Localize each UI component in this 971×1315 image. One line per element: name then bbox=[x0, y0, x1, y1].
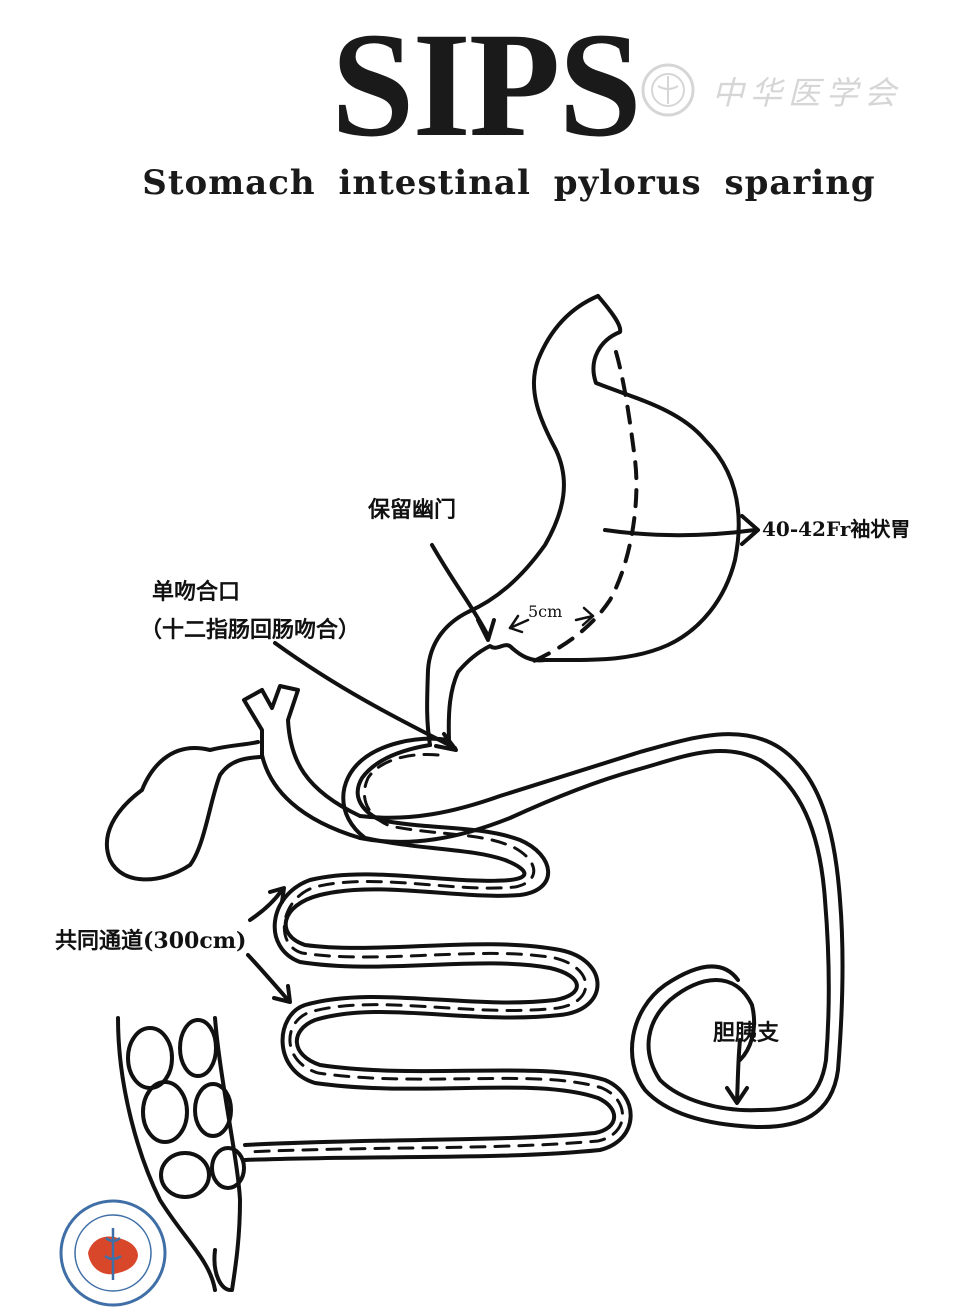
arrow-cc-upper-head bbox=[268, 886, 286, 904]
duodenal-bulb bbox=[446, 643, 514, 742]
arrow-anastomosis-head bbox=[434, 732, 458, 752]
bile-duct-right bbox=[260, 684, 362, 818]
sleeve-staple-line bbox=[523, 350, 639, 667]
watermark-text: 中华医学会 bbox=[712, 74, 903, 112]
label-anastomosis-2: （十二指肠回肠吻合） bbox=[140, 617, 361, 643]
label-anastomosis-1: 单吻合口 bbox=[152, 579, 241, 605]
stomach-outline-outer bbox=[510, 294, 741, 663]
gallbladder bbox=[104, 740, 262, 882]
colon-haustra-6 bbox=[210, 1146, 246, 1190]
colon-haustra-1 bbox=[126, 1026, 174, 1090]
distance-5cm-line bbox=[508, 614, 595, 630]
colon-haustra-2 bbox=[178, 1018, 218, 1078]
label-distance: 5cm bbox=[528, 602, 563, 621]
arrow-pylorus-head bbox=[476, 618, 496, 642]
bp-limb-outer bbox=[358, 749, 831, 1113]
chinese-medical-association-logo bbox=[59, 1199, 167, 1307]
arrow-cc-upper bbox=[248, 888, 284, 922]
distance-5cm-left-head bbox=[508, 614, 524, 634]
label-sleeve: 40-42Fr袖状胃 bbox=[762, 517, 911, 541]
colon-haustra-5 bbox=[159, 1151, 211, 1199]
main-title: SIPS bbox=[331, 2, 642, 168]
distance-5cm-right-head bbox=[581, 606, 595, 627]
arrow-bp-head bbox=[725, 1086, 749, 1105]
arrow-sleeve-head bbox=[740, 514, 760, 546]
colon-left-wall bbox=[116, 1016, 217, 1292]
common-channel-dashes bbox=[243, 752, 624, 1154]
watermark-seal-icon bbox=[641, 63, 695, 117]
subtitle: Stomach intestinal pylorus sparing bbox=[142, 163, 876, 203]
arrow-anastomosis bbox=[273, 641, 457, 750]
colon-haustra-3 bbox=[141, 1080, 189, 1144]
stomach-outline bbox=[425, 294, 600, 747]
ileum-inner bbox=[243, 736, 617, 1147]
arrow-bp bbox=[735, 1038, 742, 1102]
label-common-channel: 共同通道(300cm) bbox=[55, 928, 247, 954]
colon-right-wall bbox=[213, 1016, 242, 1292]
arrow-sleeve bbox=[603, 528, 757, 538]
colon-haustra-4 bbox=[193, 1082, 233, 1138]
arrow-cc-lower bbox=[246, 953, 290, 1002]
bile-duct-left bbox=[242, 688, 362, 840]
label-bp-limb: 胆胰支 bbox=[713, 1020, 780, 1046]
bp-limb-inner bbox=[358, 732, 845, 1130]
arrow-cc-lower-head bbox=[272, 984, 292, 1004]
ileum-outer bbox=[243, 743, 633, 1162]
label-pylorus: 保留幽门 bbox=[368, 497, 457, 523]
colon-tip bbox=[212, 1248, 232, 1292]
